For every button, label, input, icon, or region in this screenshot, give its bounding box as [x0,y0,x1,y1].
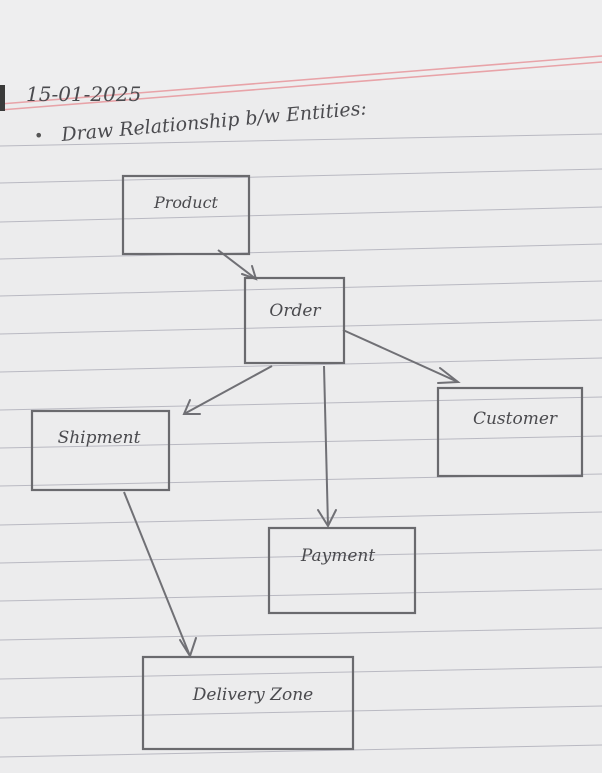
edge-order-shipment [182,365,273,415]
node-label-customer: Customer [473,409,558,429]
node-label-shipment: Shipment [58,428,141,448]
page-date: 15-01-2025 [26,82,141,106]
diagram-edges [123,249,461,659]
node-order: Order [243,276,346,365]
node-delivery-zone: Delivery Zone [141,655,355,751]
edge-order-customer [342,329,461,384]
bullet-point: • [34,126,43,145]
node-payment: Payment [267,526,417,615]
node-label-payment: Payment [300,546,376,566]
node-label-product: Product [153,193,219,212]
node-label-order: Order [269,301,321,321]
node-customer: Customer [436,386,584,478]
node-product: Product [121,174,251,256]
margin-lines [0,55,602,111]
node-label-delivery-zone: Delivery Zone [192,685,313,705]
node-shipment: Shipment [30,409,171,492]
page-edge [0,85,5,111]
edge-order-payment [317,365,337,529]
